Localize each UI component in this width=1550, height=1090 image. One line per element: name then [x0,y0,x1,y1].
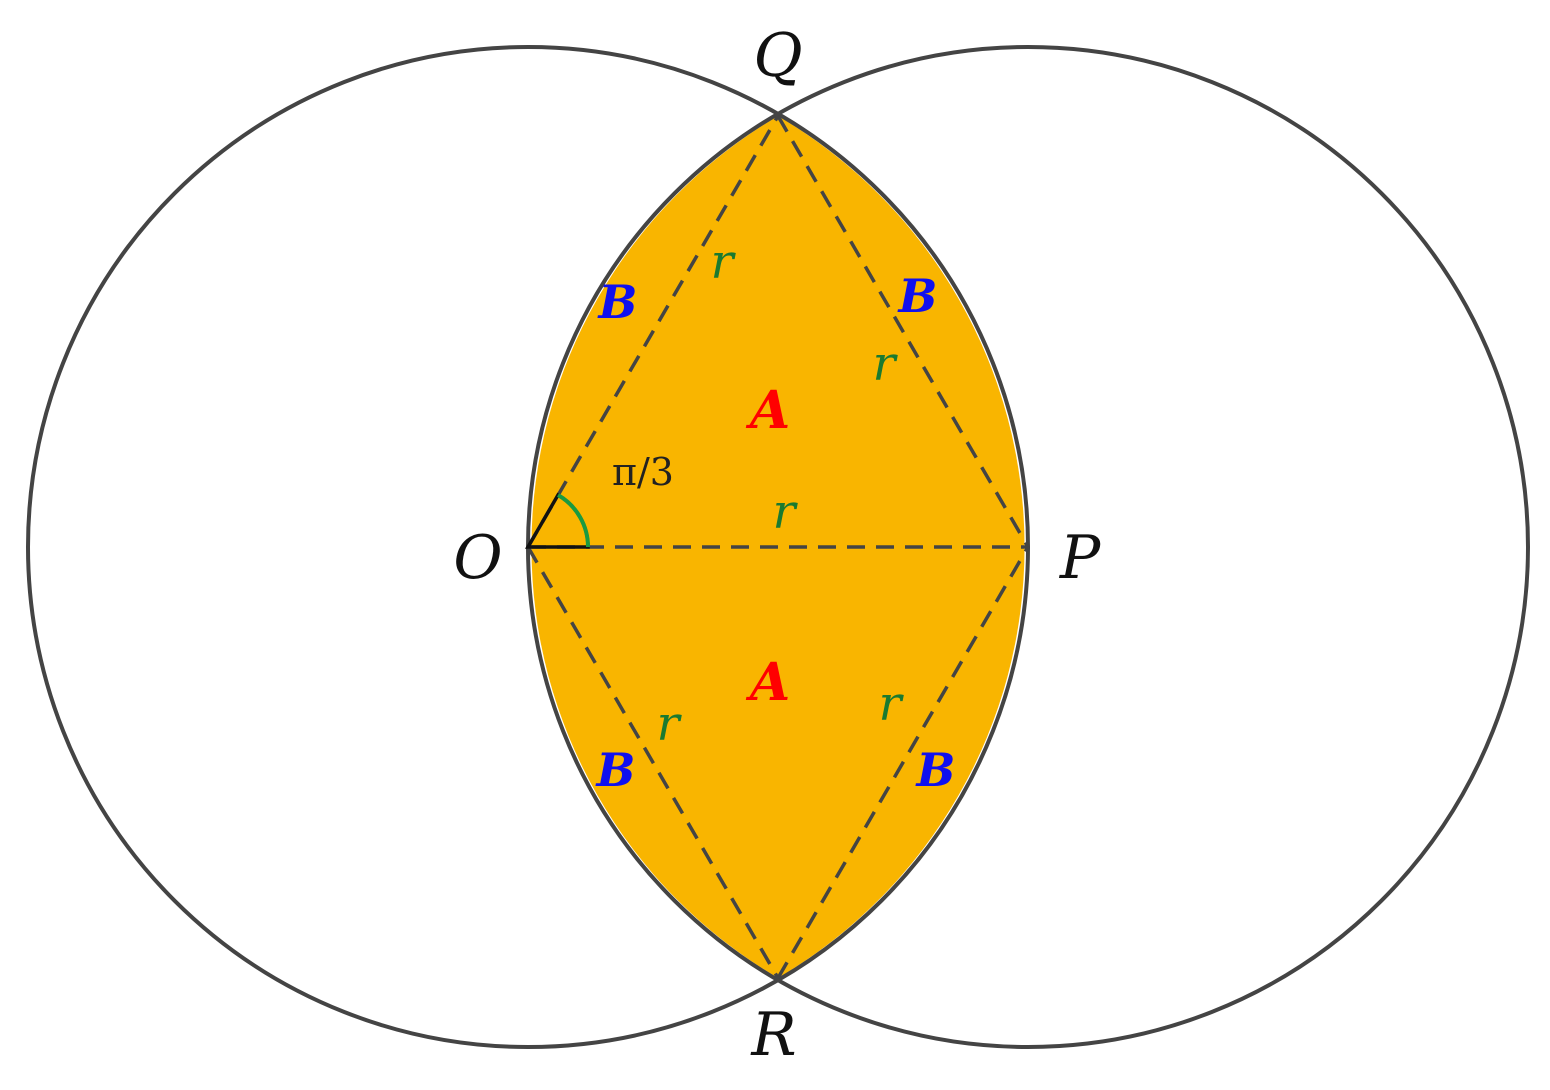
point-label-q: Q [753,21,802,91]
area-label-b-lower-left: B [595,743,636,797]
point-label-r: R [750,1000,796,1070]
area-label-b-upper-left: B [597,275,638,329]
side-label-r-rp: r [879,676,905,732]
side-label-r-op: r [773,484,799,540]
area-label-b-lower-right: B [915,743,956,797]
side-label-r-oq: r [711,234,737,290]
area-label-b-upper-right: B [897,269,938,323]
segment-o-r [526,546,780,979]
point-label-o: O [453,523,502,593]
angle-arc [556,493,591,548]
dashed-triangles [526,115,1030,979]
point-label-p: P [1059,523,1102,593]
segment-q-p [776,115,1030,548]
segment-r-p [776,546,1030,979]
side-label-r-or: r [657,696,683,752]
area-label-a-lower: A [745,652,790,713]
segment-o-q [526,115,780,548]
area-label-a-upper: A [745,380,790,441]
side-label-r-qp: r [873,336,899,392]
angle-label: π/3 [612,450,674,494]
